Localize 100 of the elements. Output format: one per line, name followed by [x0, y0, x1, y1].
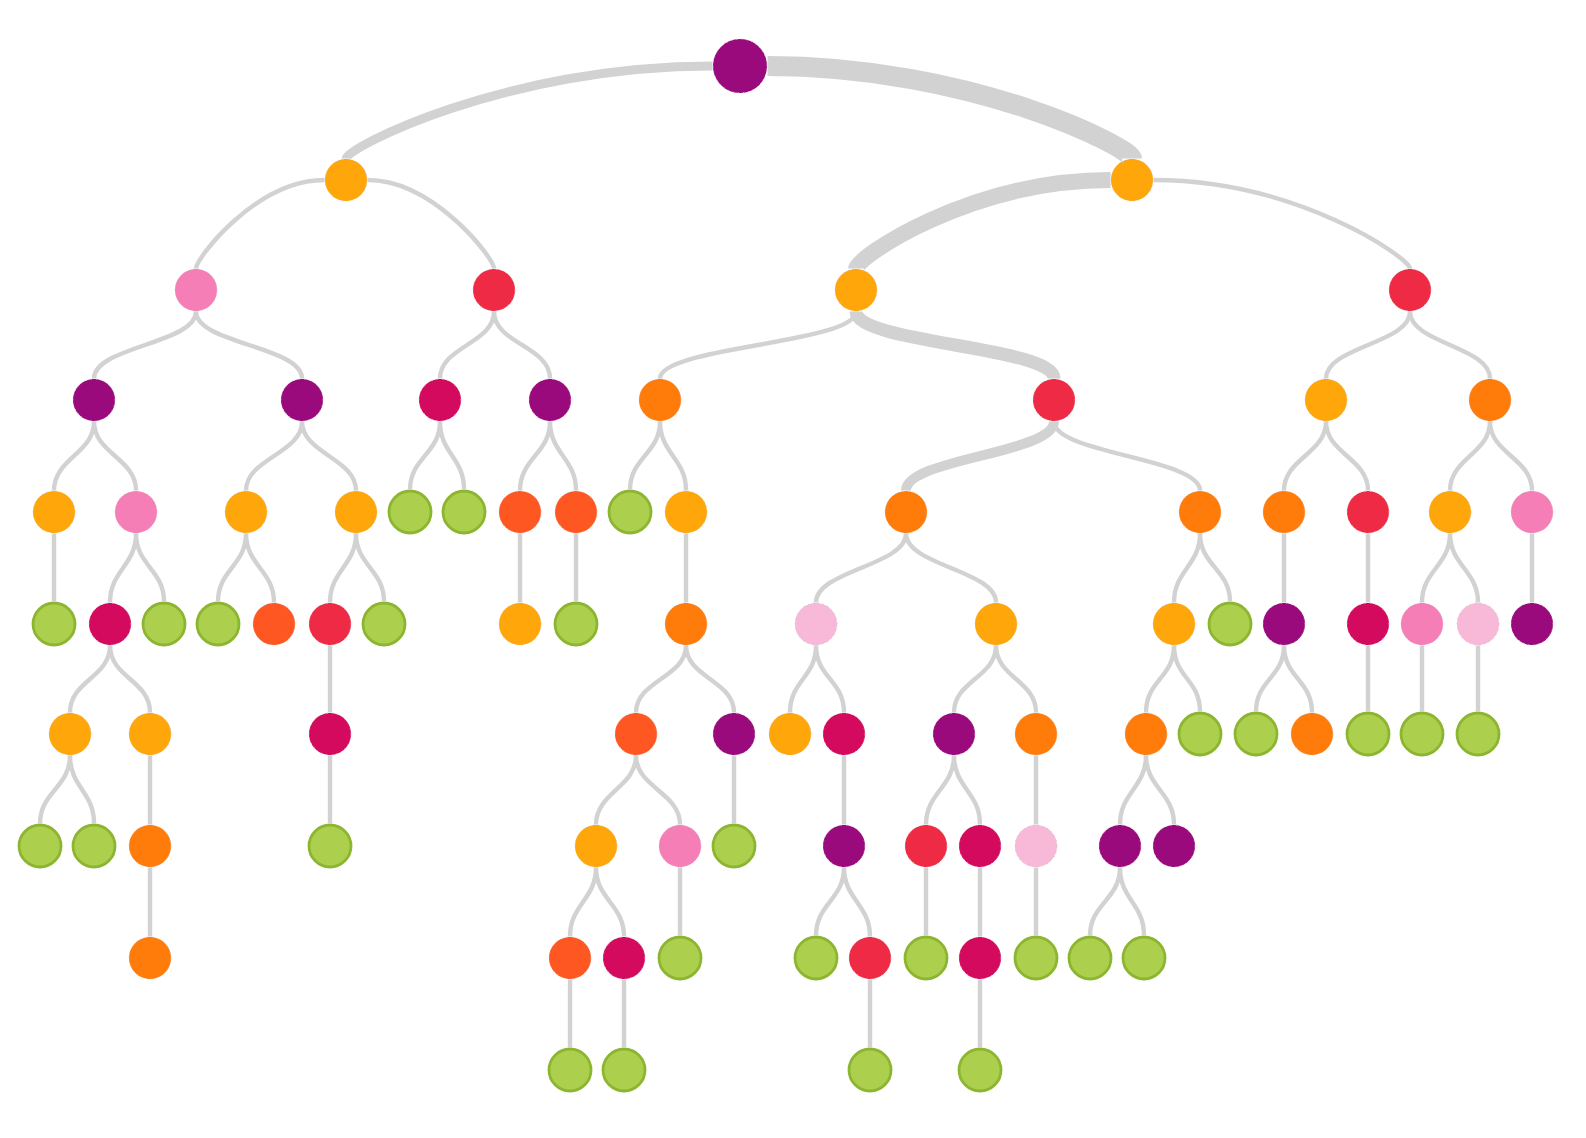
tree-branch: [517, 533, 523, 603]
tree-node-circle: [957, 1047, 1003, 1093]
tree-node-circle: [1013, 935, 1059, 981]
tree-branch: [867, 979, 873, 1048]
tree-branch: [67, 755, 97, 824]
tree-branch: [813, 645, 847, 713]
tree-branch: [243, 533, 277, 603]
tree-branch: [215, 533, 249, 602]
tree-branch: [657, 421, 689, 491]
tree-branch: [1475, 645, 1481, 712]
tree-branch: [1447, 421, 1493, 491]
tree-branch: [593, 867, 627, 937]
tree-node-circle: [1098, 824, 1142, 868]
tree-branch: [813, 533, 909, 603]
tree-node-circle: [224, 490, 268, 534]
tree-node-circle: [1067, 935, 1113, 981]
tree-branch: [147, 755, 153, 825]
tree-node-circle: [324, 158, 368, 202]
tree-node-circle: [1178, 490, 1222, 534]
tree-branch: [193, 177, 325, 270]
tree-node-circle: [498, 490, 542, 534]
tree-node-circle: [1014, 712, 1058, 756]
tree-branch: [849, 172, 1111, 273]
tree-node-circle: [1400, 602, 1444, 646]
tree-node-circle: [712, 712, 756, 756]
tree-branch: [437, 421, 467, 490]
tree-branch: [243, 421, 305, 491]
tree-node-circle: [1233, 711, 1279, 757]
tree-branch: [627, 421, 663, 490]
tree-branch: [683, 533, 689, 603]
tree-branch: [633, 645, 689, 713]
tree-node-circle: [498, 602, 542, 646]
tree-node-circle: [601, 1047, 647, 1093]
tree-node-circle: [602, 936, 646, 980]
tree-node-circle: [1455, 711, 1501, 757]
tree-branch: [327, 645, 333, 713]
tree-node-circle: [308, 712, 352, 756]
tree-branch: [573, 533, 579, 602]
tree-node-circle: [1262, 490, 1306, 534]
tree-node-circle: [1468, 378, 1512, 422]
tree-branch: [1033, 867, 1039, 936]
tree-branch: [841, 867, 873, 937]
tree-node-circle: [1177, 711, 1223, 757]
tree-node-circle: [1124, 712, 1168, 756]
tree-node-circle: [1399, 711, 1445, 757]
tree-branch: [977, 979, 983, 1048]
tree-node-circle: [1510, 602, 1554, 646]
tree-node-circle: [834, 268, 878, 312]
tree-node-circle: [1346, 490, 1390, 534]
tree-branch: [1033, 755, 1039, 825]
tree-branch: [51, 533, 57, 602]
tree-branch: [1365, 645, 1371, 712]
tree-node-circle: [1346, 602, 1390, 646]
tree-node-circle: [528, 378, 572, 422]
tree-branch: [91, 310, 199, 380]
tree-branch: [1171, 533, 1203, 603]
tree-node-circle: [31, 601, 77, 647]
tree-node-circle: [574, 824, 618, 868]
tree-node-circle: [48, 712, 92, 756]
tree-node-circle: [903, 935, 949, 981]
tree-node-circle: [794, 602, 838, 646]
tree-node-circle: [1121, 935, 1167, 981]
tree-branch: [850, 308, 1060, 382]
tree-branch: [1197, 533, 1233, 602]
tree-node-circle: [307, 823, 353, 869]
tree-node-circle: [387, 489, 433, 535]
tree-node-circle: [1262, 602, 1306, 646]
tree-branch: [517, 421, 553, 491]
tree-branch: [787, 645, 819, 713]
tree-node-circle: [958, 824, 1002, 868]
tree-branch: [593, 755, 639, 825]
tree-node-circle: [848, 936, 892, 980]
tree-branch: [731, 755, 737, 824]
tree-node-circle: [638, 378, 682, 422]
tree-branch: [407, 421, 443, 490]
tree-branch: [1117, 867, 1147, 936]
tree-branch: [133, 533, 167, 602]
tree-node-circle: [554, 490, 598, 534]
tree-node-circle: [548, 936, 592, 980]
tree-node-circle: [174, 268, 218, 312]
tree-branch: [353, 533, 387, 602]
tree-branch: [1143, 755, 1177, 825]
tree-branch: [1447, 533, 1481, 603]
tree-branch: [342, 61, 713, 162]
tree-branch: [327, 533, 359, 603]
tree-node-circle: [1510, 490, 1554, 534]
tree-node-circle: [614, 712, 658, 756]
tree-branch: [951, 755, 983, 825]
tree-node-circle: [822, 712, 866, 756]
tree-branch: [951, 645, 999, 713]
tree-branch: [1253, 645, 1287, 712]
tree-branch: [923, 867, 929, 936]
tree-branch: [567, 979, 573, 1048]
tree-node-circle: [1304, 378, 1348, 422]
tree-node-circle: [252, 602, 296, 646]
tree-node-circle: [128, 712, 172, 756]
tree-branch: [1171, 645, 1203, 712]
tree-node-circle: [472, 268, 516, 312]
tree-node-circle: [658, 824, 702, 868]
tree-node-circle: [71, 823, 117, 869]
